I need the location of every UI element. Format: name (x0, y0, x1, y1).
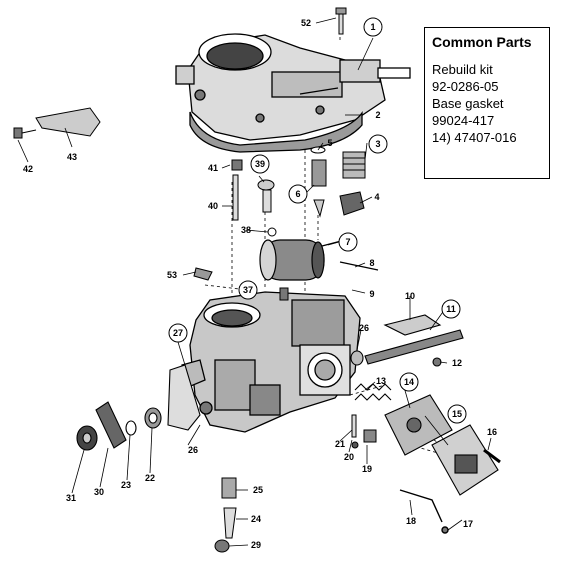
throttle-linkage-parts (76, 364, 201, 451)
float-assembly (259, 239, 379, 281)
carburetor-top-cover (175, 33, 411, 153)
callout-21: 21 (335, 439, 345, 449)
callout-7: 7 (345, 237, 350, 247)
callout-20: 20 (344, 452, 354, 462)
callout-41: 41 (208, 163, 218, 173)
idle-jet-parts (231, 159, 289, 301)
callout-52: 52 (301, 18, 311, 28)
fuel-filter-parts (310, 146, 366, 218)
mixture-screws (351, 414, 377, 449)
callout-5: 5 (327, 138, 332, 148)
callout-25: 25 (253, 485, 263, 495)
shaft-and-gasket-parts (350, 314, 464, 367)
callout-12: 12 (452, 358, 462, 368)
callout-29: 29 (251, 540, 261, 550)
callout-8: 8 (369, 258, 374, 268)
callout-37: 37 (243, 285, 253, 295)
common-parts-line: 99024-417 (432, 113, 495, 128)
callout-27: 27 (173, 328, 183, 338)
callout-53: 53 (167, 270, 177, 280)
jet-parts (214, 477, 237, 553)
callout-11: 11 (446, 304, 456, 314)
callout-2: 2 (375, 110, 380, 120)
bracket-parts (13, 107, 101, 139)
link-rod-parts (399, 489, 449, 534)
common-parts-line: Rebuild kit (432, 62, 493, 77)
top-screw-part (335, 7, 347, 35)
callout-17: 17 (463, 519, 473, 529)
callout-6: 6 (295, 189, 300, 199)
callout-1: 1 (370, 22, 375, 32)
common-parts-line: Base gasket (432, 96, 504, 111)
callout-13: 13 (376, 376, 386, 386)
callout-26-body: 26 (359, 323, 369, 333)
callout-14: 14 (404, 377, 414, 387)
callout-43: 43 (67, 152, 77, 162)
callout-19: 19 (362, 464, 372, 474)
callout-3: 3 (375, 139, 380, 149)
callout-15: 15 (452, 409, 462, 419)
callout-9: 9 (369, 289, 374, 299)
callout-38: 38 (241, 225, 251, 235)
common-parts-box: Common Parts Rebuild kit 92-0286-05 Base… (424, 27, 550, 179)
callout-4: 4 (374, 192, 379, 202)
callout-26-linkage: 26 (188, 445, 198, 455)
callout-24: 24 (251, 514, 261, 524)
common-parts-title: Common Parts (432, 34, 532, 50)
callout-42: 42 (23, 164, 33, 174)
leader-lines (17, 17, 492, 547)
callout-18: 18 (406, 516, 416, 526)
callout-39: 39 (255, 159, 265, 169)
callout-16: 16 (487, 427, 497, 437)
accelerator-pump-parts (354, 383, 501, 496)
callout-labels: 1 2 3 4 5 6 7 8 9 10 11 12 13 14 15 16 1… (23, 18, 497, 550)
callout-40: 40 (208, 201, 218, 211)
common-parts-line: 92-0286-05 (432, 79, 499, 94)
common-parts-line: 14) 47407-016 (432, 130, 517, 145)
callout-10: 10 (405, 291, 415, 301)
callout-22: 22 (145, 473, 155, 483)
callout-23: 23 (121, 480, 131, 490)
callout-30: 30 (94, 487, 104, 497)
callout-31: 31 (66, 493, 76, 503)
side-screw-part (193, 267, 213, 281)
carburetor-main-body (181, 291, 361, 433)
circled-callouts (168, 17, 467, 424)
